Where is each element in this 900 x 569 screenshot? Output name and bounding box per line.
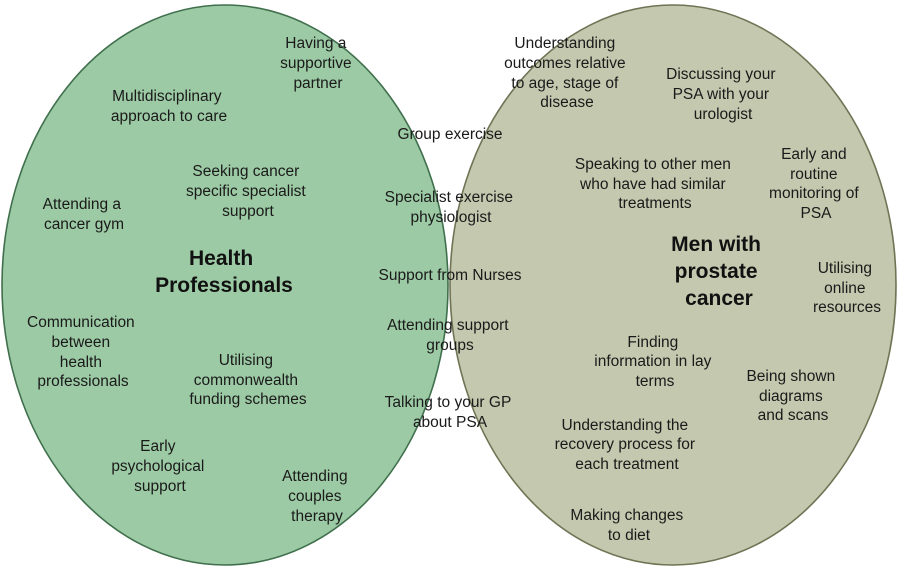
item-multidisciplinary-approach: Multidisciplinary approach to care [111, 88, 227, 125]
men-with-prostate-cancer-circle [450, 5, 896, 565]
item-line: between [52, 334, 111, 351]
item-line: to age, stage of [511, 75, 619, 92]
item-line: groups [426, 337, 474, 354]
item-line: couples [288, 488, 342, 505]
item-line: support [222, 203, 274, 220]
item-line: routine [790, 166, 837, 183]
item-line: Utilising [818, 260, 872, 277]
item-line: Finding [627, 334, 678, 351]
men-with-prostate-cancer-circle-outline [449, 4, 897, 566]
item-line: resources [813, 299, 881, 316]
item-early-psychological-support: Early psychological support [111, 438, 208, 495]
item-line: Talking to your GP [385, 394, 511, 411]
title-line: Professionals [155, 274, 293, 297]
item-attending-support-groups: Attending support groups [387, 317, 513, 354]
item-utilising-commonwealth-funding: Utilising commonwealth funding schemes [189, 352, 306, 408]
item-being-shown-diagrams-scans: Being shown diagrams and scans [746, 368, 839, 424]
item-line: Understanding [514, 35, 615, 52]
item-line: Communication [27, 314, 135, 331]
item-line: Seeking cancer [192, 163, 299, 180]
item-line: Attending [282, 468, 348, 485]
item-line: psychological [111, 458, 204, 475]
health-professionals-circle-outline [1, 4, 449, 566]
item-line: Discussing your [666, 66, 775, 83]
item-finding-information-lay-terms: Finding information in lay terms [594, 334, 715, 390]
item-specialist-exercise-physiologist: Specialist exercise physiologist [385, 189, 518, 226]
item-line: Support from Nurses [379, 267, 522, 284]
item-line: Multidisciplinary [112, 88, 222, 105]
set-title-health-professionals: Health Professionals [155, 247, 293, 297]
item-early-routine-monitoring-psa: Early and routine monitoring of PSA [769, 146, 863, 222]
item-line: Attending support [387, 317, 509, 334]
item-line: recovery process for [555, 436, 695, 453]
item-line: each treatment [575, 456, 679, 473]
item-line: physiologist [411, 209, 493, 226]
item-line: Specialist exercise [385, 189, 513, 206]
title-line: cancer [685, 287, 753, 310]
item-line: Group exercise [397, 126, 502, 143]
item-line: support [134, 478, 186, 495]
item-line: health [60, 354, 102, 371]
item-line: Understanding the [562, 417, 689, 434]
item-line: Making changes [570, 507, 683, 524]
item-speaking-to-other-men: Speaking to other men who have had simil… [575, 156, 735, 212]
item-support-from-nurses: Support from Nurses [379, 267, 522, 284]
item-discussing-psa-with-urologist: Discussing your PSA with your urologist [666, 66, 780, 123]
item-utilising-online-resources: Utilising online resources [813, 260, 881, 316]
item-attending-a-cancer-gym: Attending a cancer gym [43, 196, 126, 233]
item-line: terms [636, 373, 675, 390]
item-line: funding schemes [189, 391, 306, 408]
item-line: Speaking to other men [575, 156, 731, 173]
set-title-men-with-prostate-cancer: Men with prostate cancer [671, 233, 767, 310]
title-line: Men with [671, 233, 761, 256]
item-line: monitoring of [769, 185, 859, 202]
item-line: outcomes relative [504, 55, 625, 72]
item-line: treatments [618, 195, 691, 212]
item-line: specific specialist [186, 183, 306, 200]
item-line: online [824, 280, 865, 297]
item-attending-couples-therapy: Attending couples therapy [282, 468, 352, 525]
item-line: partner [293, 75, 342, 92]
item-group-exercise: Group exercise [397, 126, 502, 143]
item-line: disease [540, 94, 593, 111]
item-line: PSA [800, 205, 832, 222]
item-line: approach to care [111, 108, 227, 125]
item-line: and scans [758, 407, 829, 424]
health-professionals-circle [2, 5, 448, 565]
title-line: Health [189, 247, 253, 270]
item-line: PSA with your [673, 86, 770, 103]
item-line: urologist [694, 106, 753, 123]
item-line: information in lay [594, 353, 711, 370]
item-line: cancer gym [44, 216, 124, 233]
item-line: Being shown [746, 368, 835, 385]
item-line: professionals [37, 373, 129, 390]
item-line: Utilising [219, 352, 273, 369]
item-line: Early [140, 438, 176, 455]
item-understanding-recovery-process: Understanding the recovery process for e… [555, 417, 700, 473]
item-line: supportive [280, 55, 352, 72]
item-line: Early and [781, 146, 846, 163]
item-line: Having a [285, 35, 347, 52]
item-line: to diet [608, 527, 651, 544]
item-line: about PSA [413, 414, 488, 431]
item-communication-between-professionals: Communication between health professiona… [27, 314, 139, 390]
item-line: diagrams [759, 388, 823, 405]
item-line: who have had similar [579, 176, 726, 193]
title-line: prostate [675, 260, 758, 283]
item-making-changes-to-diet: Making changes to diet [570, 507, 687, 544]
item-line: commonwealth [194, 372, 298, 389]
item-talking-to-gp-about-psa: Talking to your GP about PSA [385, 394, 516, 431]
item-understanding-outcomes: Understanding outcomes relative to age, … [504, 35, 630, 111]
item-seeking-cancer-specific-support: Seeking cancer specific specialist suppo… [186, 163, 310, 220]
item-having-a-supportive-partner: Having a supportive partner [280, 35, 356, 92]
item-line: Attending a [43, 196, 122, 213]
item-line: therapy [291, 508, 343, 525]
